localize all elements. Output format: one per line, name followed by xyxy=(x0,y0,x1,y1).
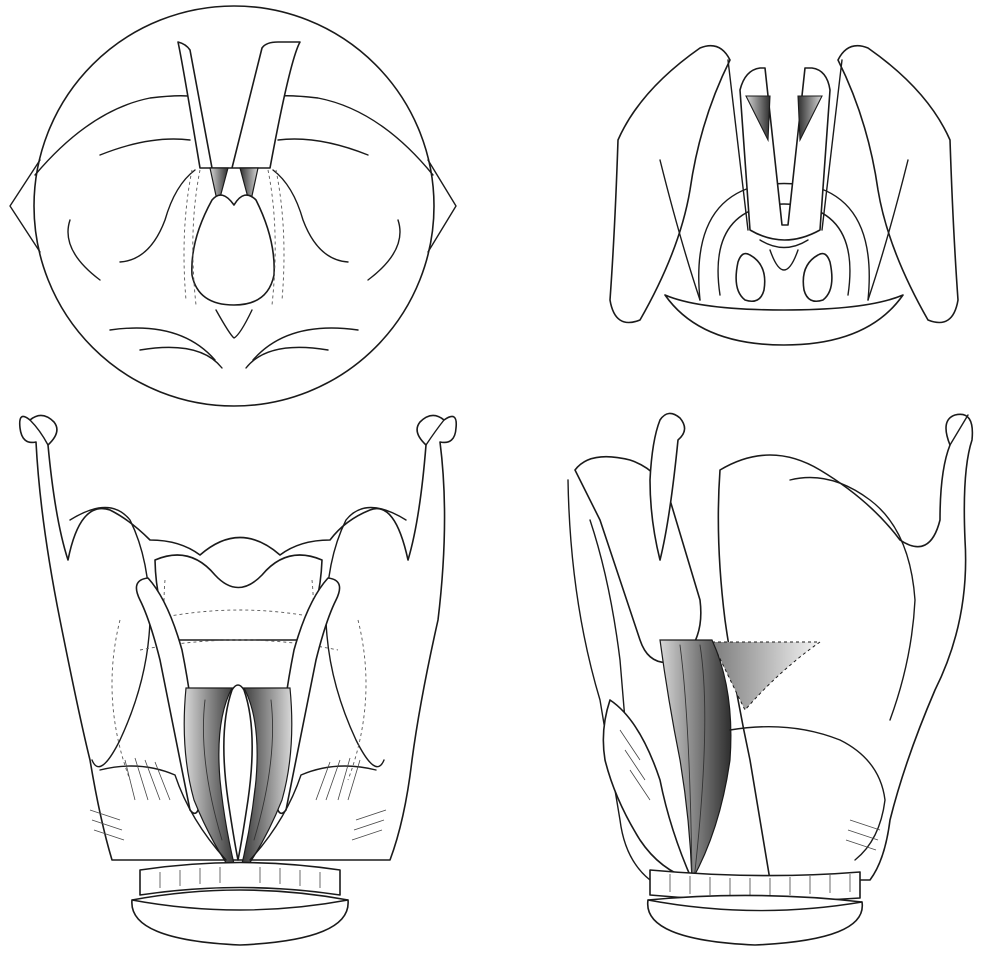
right-aryepiglottic-fold xyxy=(277,138,369,156)
left-piriform-edge xyxy=(119,169,196,263)
lateral-fan-muscle xyxy=(711,641,822,711)
superior-epiglottis xyxy=(739,67,831,241)
left-aryepiglottic-fold xyxy=(99,138,191,156)
lateral-hatching xyxy=(619,729,881,851)
lateral-walls xyxy=(659,159,909,301)
interarytenoid-notch xyxy=(215,309,253,339)
posterior-cricoid-rim xyxy=(131,899,349,911)
panel-superior-view xyxy=(609,44,959,346)
lateral-superior-horn xyxy=(949,414,969,446)
glottis-opening xyxy=(191,194,275,306)
posterior-glottis xyxy=(223,684,253,861)
right-outer-wing xyxy=(837,44,959,324)
posterior-dashed-inner xyxy=(163,579,314,691)
inner-ring xyxy=(717,203,851,296)
right-superior-horn xyxy=(425,419,445,446)
left-arytenoid xyxy=(735,252,766,303)
posterior-dashed-outer xyxy=(111,619,367,781)
right-field-point xyxy=(427,159,457,253)
outer-ring xyxy=(698,182,870,301)
posterior-cricoid-ring xyxy=(131,889,349,946)
right-cartilage-dashed-2 xyxy=(267,169,276,306)
lateral-cricoid-hatching xyxy=(669,874,851,896)
left-cartilage-dashed-2 xyxy=(192,169,201,306)
right-inner-fold xyxy=(367,219,401,281)
lateral-epiglottis xyxy=(574,455,702,664)
lateral-fold-lines xyxy=(679,644,706,881)
left-pharyngeal-wall xyxy=(34,95,189,176)
posterior-lower-hatching xyxy=(89,809,387,841)
posterior-fold-lines xyxy=(202,699,274,841)
left-outer-wing xyxy=(609,44,731,324)
right-vocal-fold-shade xyxy=(239,167,259,206)
cricoid-ring-base xyxy=(664,294,904,346)
left-cartilage-dashed xyxy=(183,169,193,301)
epiglottis xyxy=(177,41,301,169)
left-superior-horn xyxy=(29,419,49,446)
cricoid-band xyxy=(139,861,341,896)
superior-left-fold-shade xyxy=(745,95,771,143)
lateral-epiglottis-tip xyxy=(649,412,686,561)
cuneiform-folds xyxy=(109,327,359,361)
superior-glottic-notch xyxy=(759,239,809,271)
right-cartilage-dashed xyxy=(275,169,285,301)
cricoid-band-hatching xyxy=(159,867,321,888)
panel-lateral-view xyxy=(567,412,974,946)
right-pharyngeal-wall xyxy=(279,95,434,176)
lateral-lamina-inner xyxy=(789,476,916,721)
right-arytenoid xyxy=(802,252,833,303)
right-piriform-edge xyxy=(272,169,349,263)
panel-posterior-view xyxy=(18,414,458,946)
left-vocal-fold-shade xyxy=(209,167,229,206)
left-inner-fold xyxy=(67,219,101,281)
corniculate-folds xyxy=(139,346,329,369)
panel-endoscopic-view xyxy=(9,5,457,407)
superior-right-fold-shade xyxy=(797,95,823,143)
lateral-cricoid-rim xyxy=(647,899,863,912)
lateral-cricothyroid-edge xyxy=(729,725,886,861)
lateral-cricoid-ring xyxy=(647,894,863,946)
arytenoid-contours xyxy=(99,765,377,861)
lateral-thyroid-lamina xyxy=(717,413,974,881)
superior-tube-edges xyxy=(727,59,843,231)
left-field-point xyxy=(9,159,41,253)
posterior-muscle-hatching xyxy=(124,757,361,801)
